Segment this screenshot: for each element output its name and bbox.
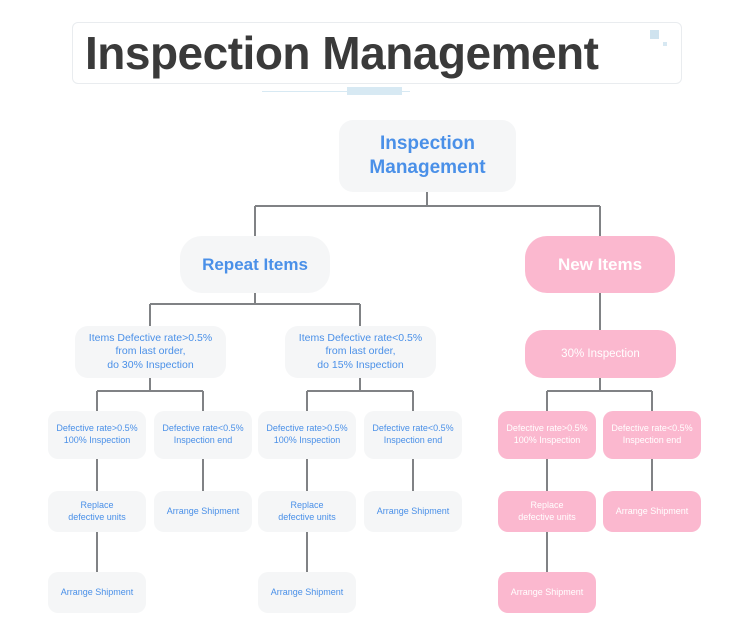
title-underline (262, 91, 410, 92)
node-b-defective-high[interactable]: Defective rate>0.5% 100% Inspection (258, 411, 356, 459)
accent-dot-icon (663, 42, 667, 46)
accent-square-icon (650, 30, 659, 39)
node-repeat-low-rate[interactable]: Items Defective rate<0.5% from last orde… (285, 326, 436, 378)
node-a-defective-low[interactable]: Defective rate<0.5% Inspection end (154, 411, 252, 459)
node-a-arrange-shipment-final[interactable]: Arrange Shipment (48, 572, 146, 613)
node-repeat-items[interactable]: Repeat Items (180, 236, 330, 293)
node-a-replace-defective-units[interactable]: Replace defective units (48, 491, 146, 532)
node-c-defective-high[interactable]: Defective rate>0.5% 100% Inspection (498, 411, 596, 459)
node-new-30-percent-inspection[interactable]: 30% Inspection (525, 330, 676, 378)
node-b-defective-low[interactable]: Defective rate<0.5% Inspection end (364, 411, 462, 459)
node-b-arrange-shipment-final[interactable]: Arrange Shipment (258, 572, 356, 613)
node-a-defective-high[interactable]: Defective rate>0.5% 100% Inspection (48, 411, 146, 459)
node-c-replace-defective-units[interactable]: Replace defective units (498, 491, 596, 532)
node-c-arrange-shipment-upper[interactable]: Arrange Shipment (603, 491, 701, 532)
node-b-arrange-shipment-upper[interactable]: Arrange Shipment (364, 491, 462, 532)
node-new-items[interactable]: New Items (525, 236, 675, 293)
node-inspection-management[interactable]: Inspection Management (339, 120, 516, 192)
node-c-arrange-shipment-final[interactable]: Arrange Shipment (498, 572, 596, 613)
node-repeat-high-rate[interactable]: Items Defective rate>0.5% from last orde… (75, 326, 226, 378)
page-title: Inspection Management (85, 27, 599, 79)
title-card: Inspection Management (72, 22, 682, 84)
node-c-defective-low[interactable]: Defective rate<0.5% Inspection end (603, 411, 701, 459)
title-underline-highlight (347, 87, 402, 95)
node-a-arrange-shipment-upper[interactable]: Arrange Shipment (154, 491, 252, 532)
node-b-replace-defective-units[interactable]: Replace defective units (258, 491, 356, 532)
